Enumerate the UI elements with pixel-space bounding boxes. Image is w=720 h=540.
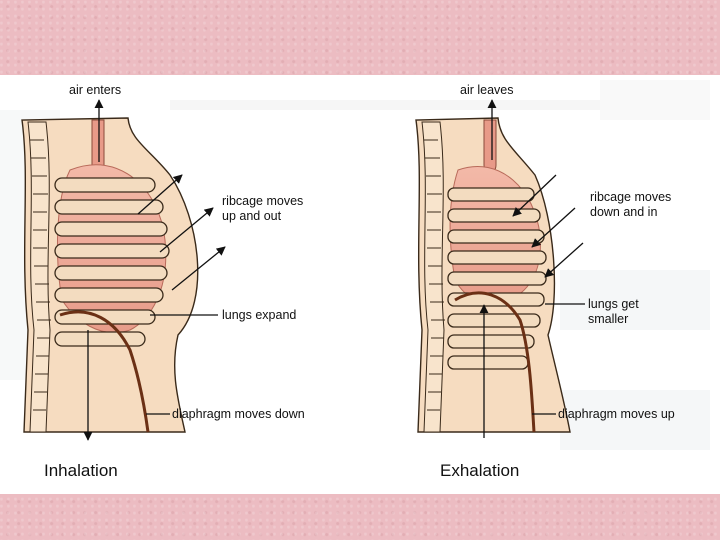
diaphragm-down-label: diaphragm moves down <box>172 407 305 421</box>
exhalation-caption: Exhalation <box>440 461 519 480</box>
air-enters-label: air enters <box>69 83 121 97</box>
ribcage-up-label-line2: up and out <box>222 209 282 223</box>
lungs-smaller-label-line2: smaller <box>588 312 628 326</box>
ribcage-down-label-line1: ribcage moves <box>590 190 671 204</box>
exhalation-trachea <box>484 120 496 173</box>
air-leaves-label: air leaves <box>460 83 514 97</box>
breathing-diagram: air enters ribcage moves up and out lung… <box>0 75 720 494</box>
exhalation-figure <box>416 100 585 438</box>
ribcage-down-label-line2: down and in <box>590 205 657 219</box>
inhalation-figure <box>22 100 225 440</box>
lungs-expand-label: lungs expand <box>222 308 296 322</box>
inhalation-caption: Inhalation <box>44 461 118 480</box>
exhalation-ribs <box>448 188 546 369</box>
lungs-smaller-label-line1: lungs get <box>588 297 639 311</box>
inhalation-spine <box>28 122 51 432</box>
exhalation-spine <box>422 122 445 432</box>
diaphragm-up-label: diaphragm moves up <box>558 407 675 421</box>
slide-panel: air enters ribcage moves up and out lung… <box>0 75 720 494</box>
ribcage-up-label-line1: ribcage moves <box>222 194 303 208</box>
